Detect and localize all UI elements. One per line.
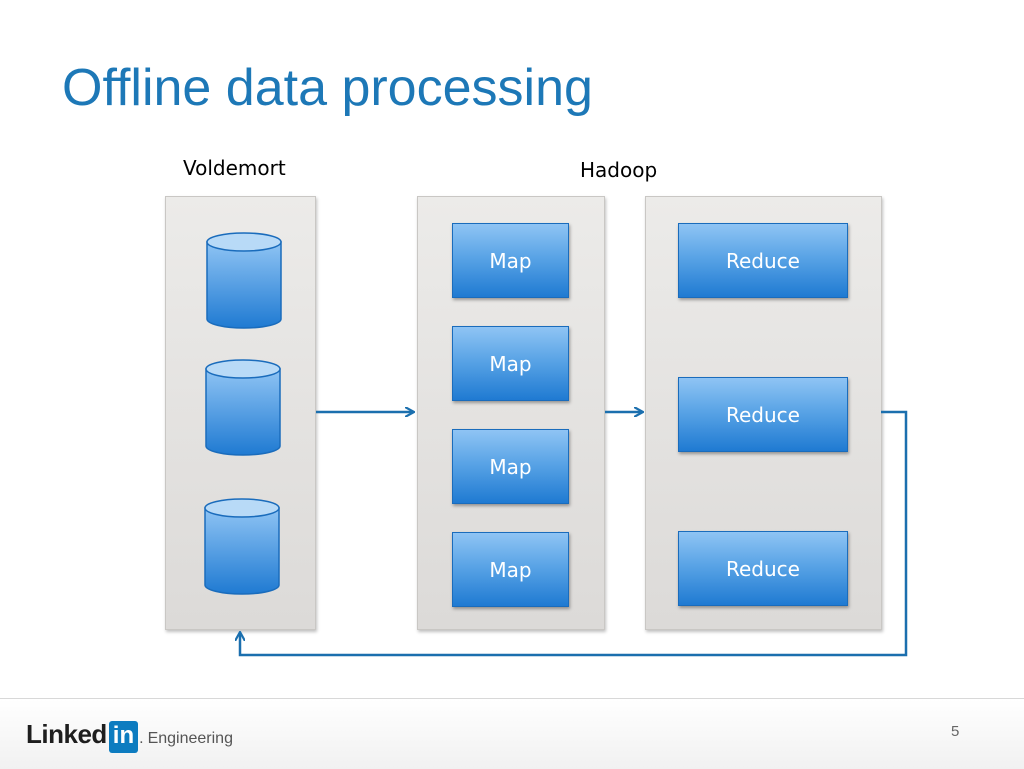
hadoop-label: Hadoop (580, 158, 658, 182)
map-box: Map (452, 326, 569, 401)
reduce-panel: Reduce Reduce Reduce (645, 196, 882, 630)
linkedin-logo: Linked in . Engineering (26, 719, 233, 753)
reduce-box: Reduce (678, 531, 848, 606)
database-icon (206, 232, 282, 329)
map-box: Map (452, 223, 569, 298)
reduce-box: Reduce (678, 377, 848, 452)
voldemort-panel (165, 196, 316, 630)
voldemort-label: Voldemort (183, 156, 286, 180)
database-icon (205, 359, 281, 456)
page-number: 5 (951, 723, 960, 740)
arrow-icon (240, 410, 908, 657)
database-icon (204, 498, 280, 595)
reduce-box: Reduce (678, 223, 848, 298)
footer-subtitle: Engineering (147, 730, 233, 747)
logo-in-badge: in (108, 721, 139, 753)
map-box: Map (452, 429, 569, 504)
logo-dot: . (139, 730, 144, 747)
slide-title: Offline data processing (62, 59, 593, 117)
map-panel: Map Map Map Map (417, 196, 605, 630)
footer-bar: Linked in . Engineering 5 (0, 698, 1024, 769)
map-box: Map (452, 532, 569, 607)
logo-text: Linked (26, 719, 107, 749)
